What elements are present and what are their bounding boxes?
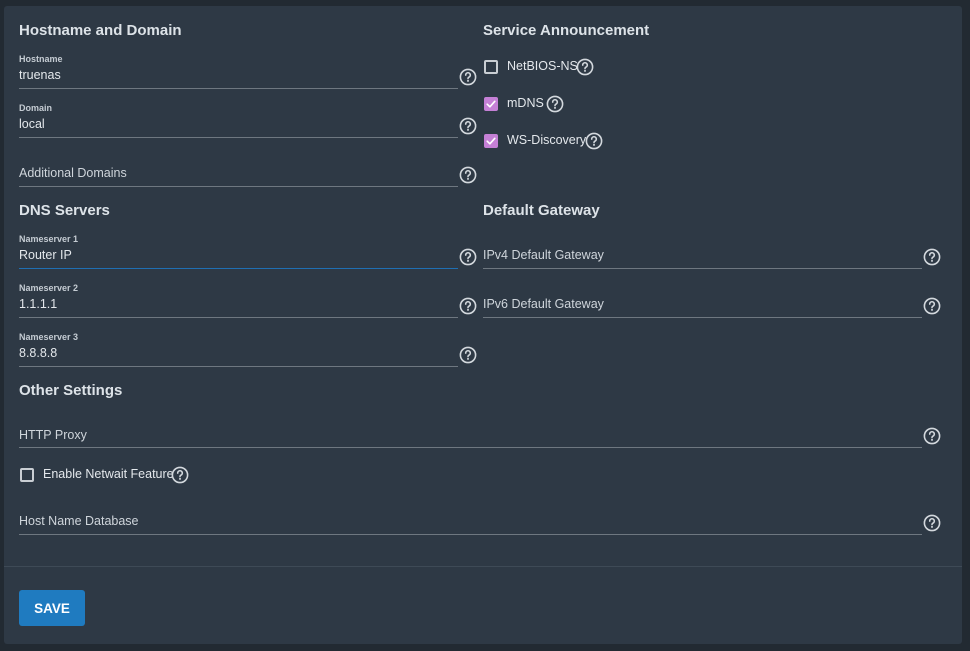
help-icon[interactable] <box>585 132 603 150</box>
help-icon[interactable] <box>459 248 477 266</box>
nameserver-1-input[interactable]: Router IP <box>19 248 72 262</box>
checkmark-icon <box>486 100 496 108</box>
ws-discovery-checkbox[interactable] <box>484 134 498 148</box>
host-name-database-input[interactable]: Host Name Database <box>19 514 139 528</box>
hostname-input[interactable]: truenas <box>19 68 61 82</box>
hostname-label: Hostname <box>19 54 63 64</box>
help-icon[interactable] <box>923 514 941 532</box>
nameserver-1-underline <box>19 268 458 269</box>
ipv6-gateway-underline <box>483 317 922 318</box>
netbios-ns-checkbox[interactable] <box>484 60 498 74</box>
netwait-checkbox[interactable] <box>20 468 34 482</box>
http-proxy-underline <box>19 447 922 448</box>
help-icon[interactable] <box>546 95 564 113</box>
ipv4-gateway-input[interactable]: IPv4 Default Gateway <box>483 248 604 262</box>
section-title-dns-servers: DNS Servers <box>19 202 110 219</box>
network-configuration-card: Hostname and Domain Hostname truenas Dom… <box>4 6 962 644</box>
nameserver-3-input[interactable]: 8.8.8.8 <box>19 346 58 360</box>
mdns-checkbox[interactable] <box>484 97 498 111</box>
save-button[interactable]: SAVE <box>19 590 85 626</box>
domain-input[interactable]: local <box>19 117 45 131</box>
section-title-service-announcement: Service Announcement <box>483 22 650 39</box>
checkmark-icon <box>486 137 496 145</box>
nameserver-2-label: Nameserver 2 <box>19 283 79 293</box>
host-name-database-underline <box>19 534 922 535</box>
domain-label: Domain <box>19 103 53 113</box>
http-proxy-input[interactable]: HTTP Proxy <box>19 428 87 442</box>
netwait-label: Enable Netwait Feature <box>43 467 174 481</box>
section-title-default-gateway: Default Gateway <box>483 202 600 219</box>
help-icon[interactable] <box>576 58 594 76</box>
ipv6-gateway-input[interactable]: IPv6 Default Gateway <box>483 297 604 311</box>
actions-divider <box>4 566 962 567</box>
section-title-other-settings: Other Settings <box>19 382 123 399</box>
help-icon[interactable] <box>459 166 477 184</box>
nameserver-3-label: Nameserver 3 <box>19 332 79 342</box>
help-icon[interactable] <box>171 466 189 484</box>
nameserver-3-underline <box>19 366 458 367</box>
mdns-label: mDNS <box>507 96 544 110</box>
domain-underline <box>19 137 458 138</box>
section-title-hostname-domain: Hostname and Domain <box>19 22 182 39</box>
additional-domains-input[interactable]: Additional Domains <box>19 166 127 180</box>
ipv4-gateway-underline <box>483 268 922 269</box>
ws-discovery-label: WS-Discovery <box>507 133 587 147</box>
help-icon[interactable] <box>459 68 477 86</box>
hostname-underline <box>19 88 458 89</box>
help-icon[interactable] <box>923 248 941 266</box>
help-icon[interactable] <box>923 427 941 445</box>
help-icon[interactable] <box>923 297 941 315</box>
help-icon[interactable] <box>459 346 477 364</box>
nameserver-2-underline <box>19 317 458 318</box>
help-icon[interactable] <box>459 117 477 135</box>
additional-domains-underline <box>19 186 458 187</box>
help-icon[interactable] <box>459 297 477 315</box>
nameserver-1-label: Nameserver 1 <box>19 234 79 244</box>
nameserver-2-input[interactable]: 1.1.1.1 <box>19 297 58 311</box>
netbios-ns-label: NetBIOS-NS <box>507 59 578 73</box>
